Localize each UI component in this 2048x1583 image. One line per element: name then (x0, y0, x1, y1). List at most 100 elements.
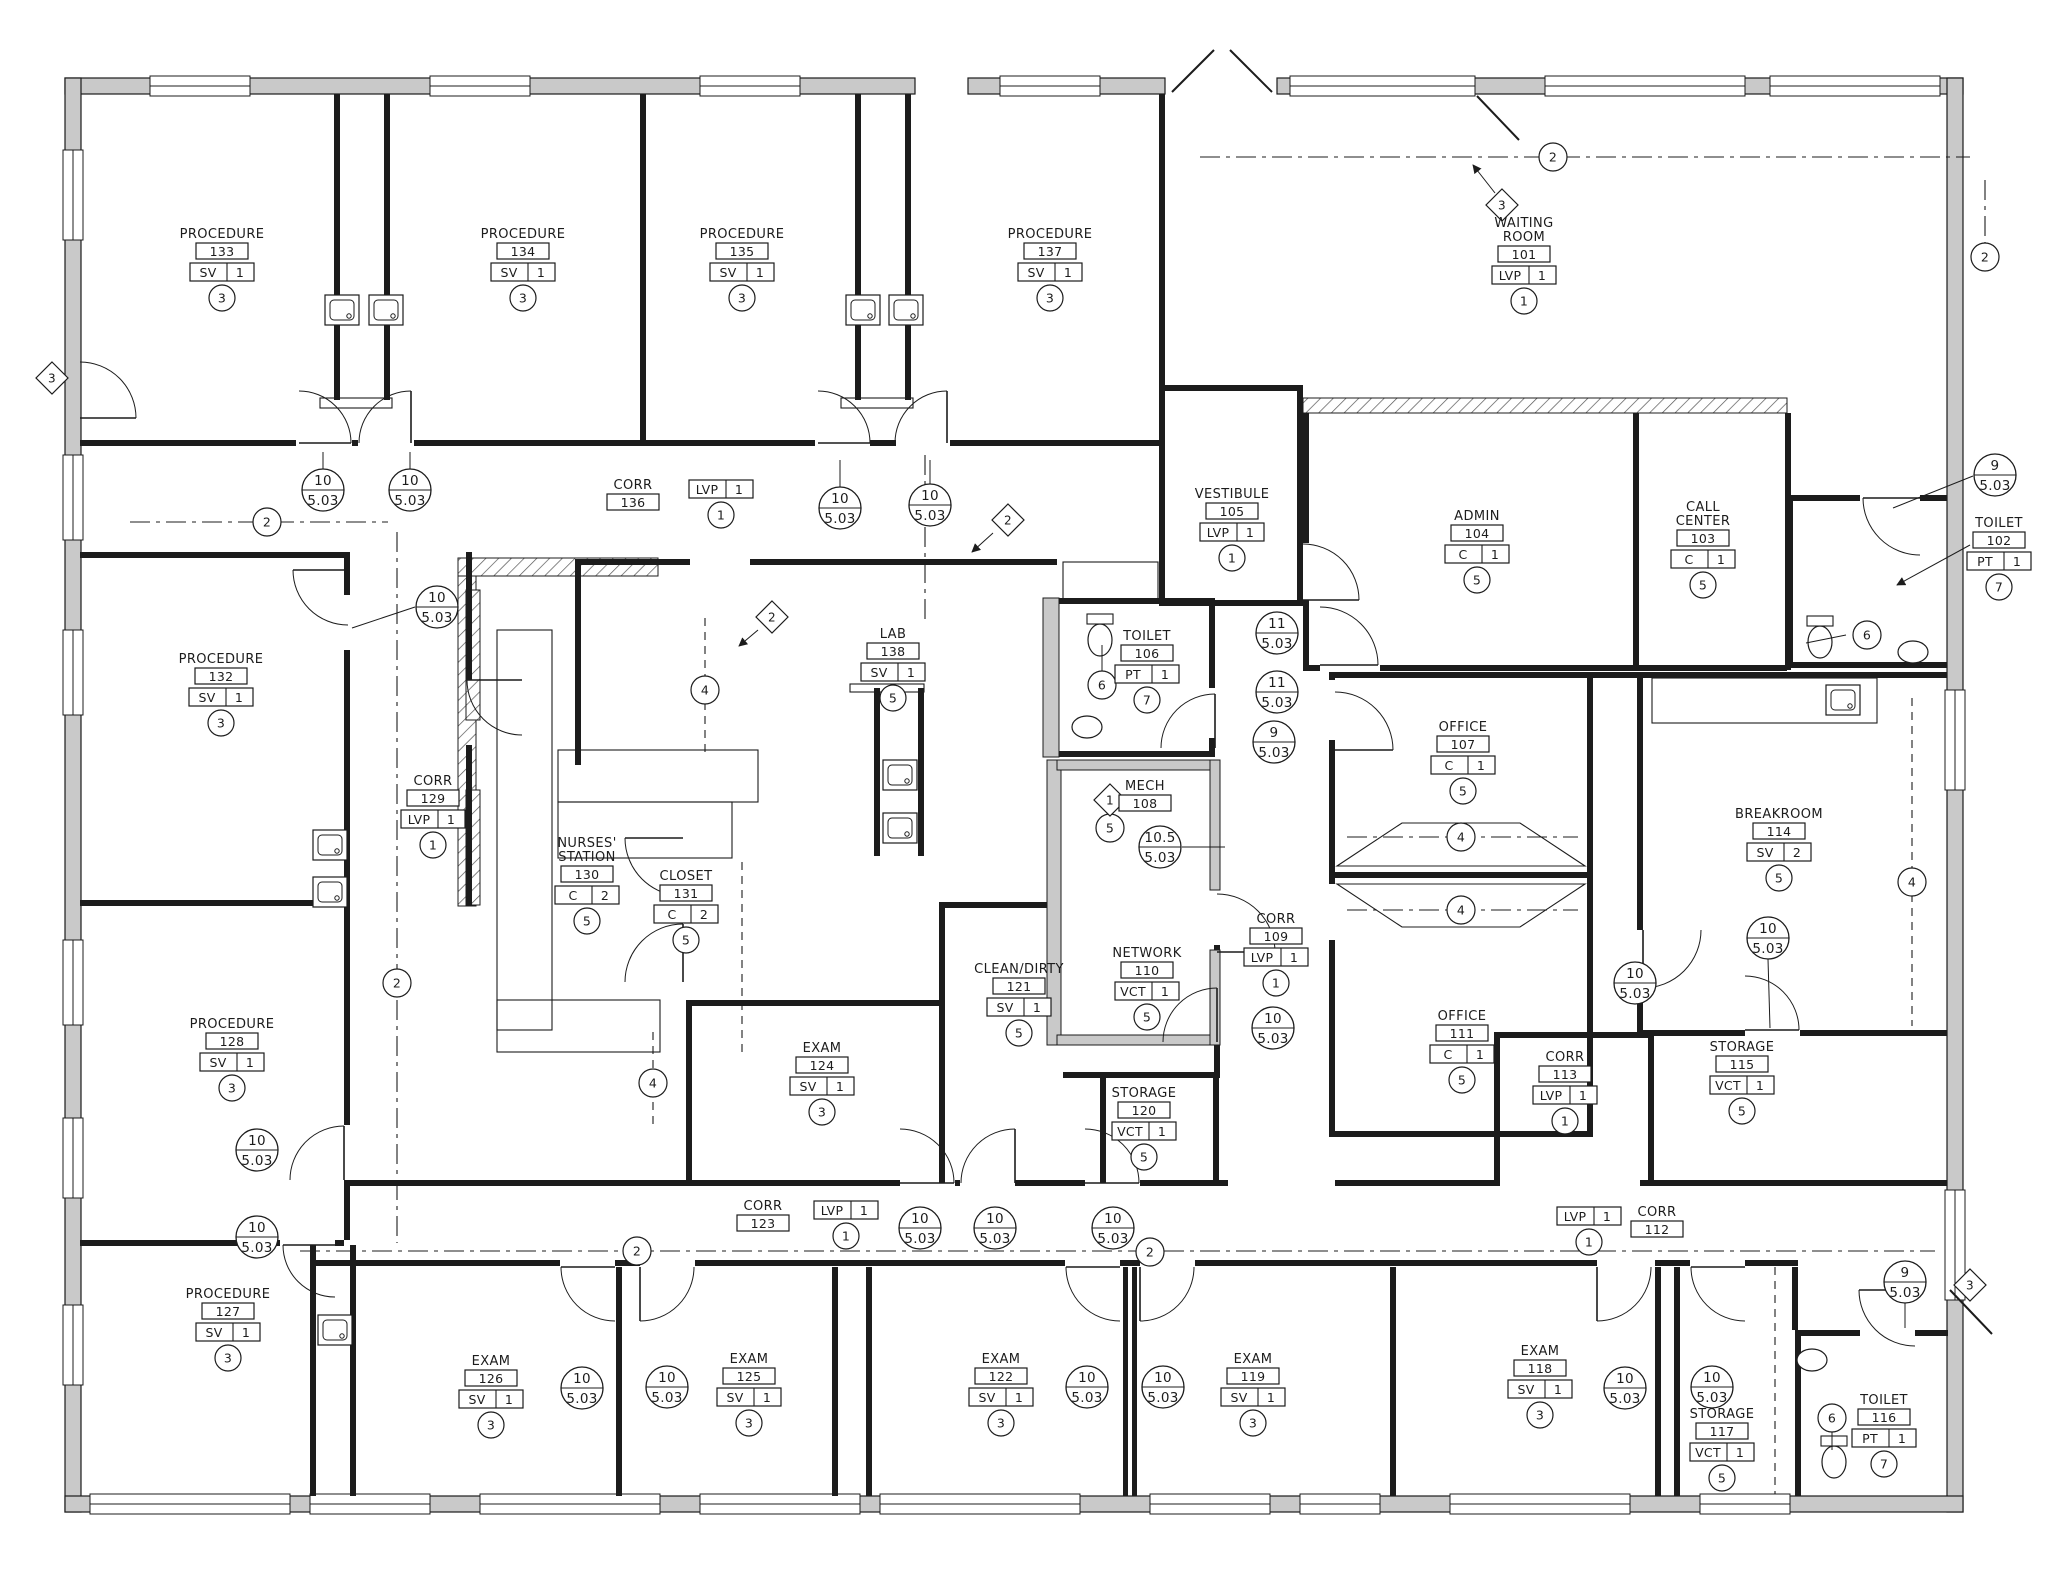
svg-text:133: 133 (210, 244, 235, 259)
svg-text:SV: SV (1230, 1390, 1247, 1405)
svg-text:5.03: 5.03 (1261, 636, 1292, 652)
svg-text:EXAM: EXAM (730, 1352, 769, 1367)
svg-text:LAB: LAB (880, 627, 907, 642)
svg-text:5.03: 5.03 (241, 1153, 272, 1169)
svg-text:136: 136 (621, 495, 646, 510)
svg-text:LVP: LVP (821, 1203, 844, 1218)
svg-text:1: 1 (1158, 1124, 1166, 1139)
svg-text:1: 1 (1246, 525, 1254, 540)
svg-text:LVP: LVP (1564, 1209, 1587, 1224)
svg-text:OFFICE: OFFICE (1439, 720, 1488, 735)
svg-text:LVP: LVP (408, 812, 431, 827)
svg-text:1: 1 (1736, 1445, 1744, 1460)
svg-text:5: 5 (1473, 573, 1481, 588)
svg-text:SV: SV (209, 1055, 226, 1070)
svg-text:10: 10 (401, 473, 419, 489)
svg-text:1: 1 (1228, 551, 1236, 566)
svg-text:C: C (568, 888, 577, 903)
door-tag-10-18: 105.03 (1746, 916, 1790, 960)
svg-text:128: 128 (220, 1034, 245, 1049)
svg-text:CORR: CORR (414, 774, 453, 789)
svg-text:PT: PT (1125, 667, 1141, 682)
svg-text:5.03: 5.03 (241, 1240, 272, 1256)
svg-text:114: 114 (1767, 824, 1792, 839)
svg-text:CORR: CORR (614, 478, 653, 493)
desk (1335, 822, 1587, 867)
svg-text:ROOM: ROOM (1503, 230, 1545, 245)
svg-text:109: 109 (1264, 929, 1289, 944)
svg-text:1: 1 (1554, 1382, 1562, 1397)
svg-text:5.03: 5.03 (307, 493, 338, 509)
svg-text:5.03: 5.03 (1144, 850, 1175, 866)
svg-text:STORAGE: STORAGE (1690, 1407, 1755, 1422)
svg-text:115: 115 (1730, 1057, 1755, 1072)
keynote-circle-2-2: 2 (382, 968, 412, 998)
svg-text:CORR: CORR (744, 1199, 783, 1214)
svg-text:SV: SV (719, 265, 736, 280)
svg-text:3: 3 (997, 1416, 1005, 1431)
svg-text:132: 132 (209, 669, 234, 684)
svg-text:5: 5 (1140, 1150, 1148, 1165)
svg-text:118: 118 (1528, 1361, 1553, 1376)
svg-text:3: 3 (1536, 1408, 1544, 1423)
svg-text:127: 127 (216, 1304, 241, 1319)
door-tag-10-5: 105.03 (1251, 1006, 1295, 1050)
svg-text:3: 3 (519, 291, 527, 306)
svg-text:5.03: 5.03 (914, 508, 945, 524)
svg-text:SV: SV (205, 1325, 222, 1340)
svg-text:3: 3 (745, 1416, 753, 1431)
svg-text:3: 3 (218, 291, 226, 306)
svg-text:1: 1 (1267, 1390, 1275, 1405)
svg-text:C: C (1458, 547, 1467, 562)
svg-text:5.03: 5.03 (1261, 695, 1292, 711)
svg-text:106: 106 (1135, 646, 1160, 661)
svg-text:3: 3 (224, 1351, 232, 1366)
svg-text:1: 1 (1106, 794, 1114, 808)
keynote-circle-4-7: 4 (638, 1068, 668, 1098)
svg-text:LVP: LVP (1499, 268, 1522, 283)
door-tag-10-7: 105.03 (235, 1128, 279, 1172)
svg-text:3: 3 (228, 1081, 236, 1096)
svg-text:10: 10 (911, 1211, 929, 1227)
svg-text:1: 1 (717, 508, 725, 523)
svg-text:4: 4 (1457, 830, 1465, 845)
svg-text:104: 104 (1465, 526, 1490, 541)
svg-text:5.03: 5.03 (1097, 1231, 1128, 1247)
svg-text:130: 130 (575, 867, 600, 882)
svg-text:131: 131 (674, 886, 699, 901)
svg-text:5: 5 (1015, 1026, 1023, 1041)
svg-text:C: C (1684, 552, 1693, 567)
svg-text:103: 103 (1691, 531, 1716, 546)
svg-text:7: 7 (1143, 693, 1151, 708)
keynote-circle-2-3: 2 (622, 1236, 652, 1266)
svg-text:1: 1 (1561, 1114, 1569, 1129)
svg-text:10: 10 (1703, 1370, 1721, 1386)
svg-text:OFFICE: OFFICE (1438, 1009, 1487, 1024)
svg-text:108: 108 (1133, 796, 1158, 811)
svg-text:1: 1 (1476, 1047, 1484, 1062)
svg-text:PROCEDURE: PROCEDURE (180, 227, 265, 242)
svg-text:C: C (1443, 1047, 1452, 1062)
svg-text:CENTER: CENTER (1676, 514, 1731, 529)
svg-text:3: 3 (487, 1418, 495, 1433)
svg-text:129: 129 (421, 791, 446, 806)
svg-text:3: 3 (48, 372, 56, 386)
keynote-diamond-3-5: 3 (1953, 1268, 1987, 1302)
keynote-circle-2-0: 2 (1538, 142, 1568, 172)
svg-text:5.03: 5.03 (1889, 1285, 1920, 1301)
svg-text:10: 10 (1078, 1370, 1096, 1386)
svg-text:10: 10 (248, 1133, 266, 1149)
svg-text:EXAM: EXAM (1234, 1352, 1273, 1367)
